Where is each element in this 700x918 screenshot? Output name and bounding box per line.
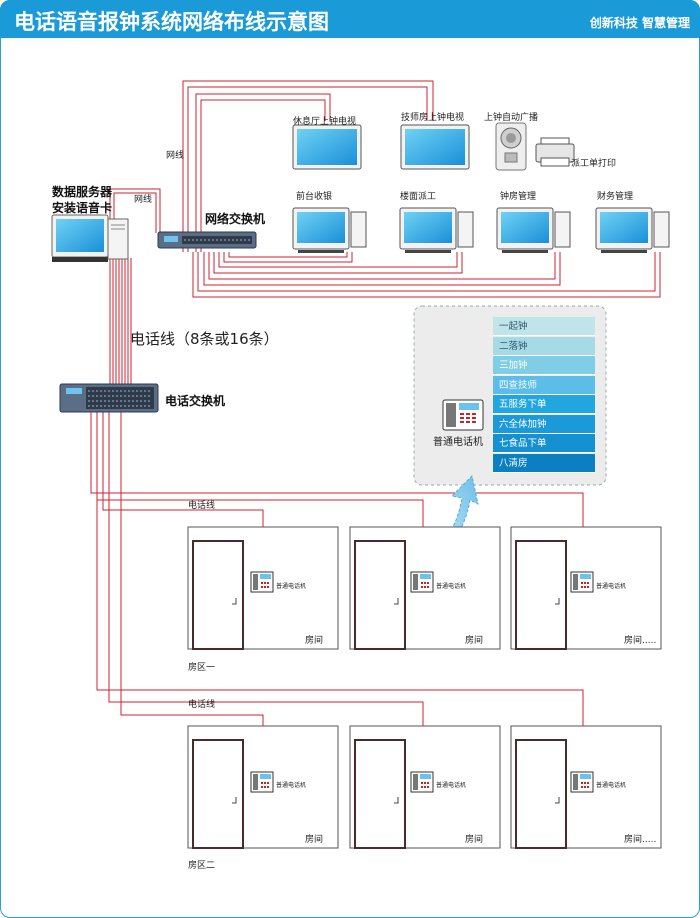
- command-item: 一起钟: [493, 317, 595, 336]
- page-title: 电话语音报钟系统网络布线示意图: [14, 10, 329, 34]
- network-switch-device: [157, 231, 257, 249]
- pc-front-label: 前台收银: [296, 192, 333, 202]
- command-item: 三加钟: [493, 356, 595, 375]
- zone1-room3-label: 房间.....: [624, 636, 657, 646]
- pc-finance-label: 财务管理: [597, 192, 634, 202]
- header-bar: 电话语音报钟系统网络布线示意图 创新科技 智慧管理: [0, 0, 700, 38]
- network-cables: [109, 80, 661, 298]
- zone2-room-3: [510, 725, 662, 849]
- tv-tech-label: 技师房上钟电视: [401, 113, 465, 123]
- zone1-room-3: [510, 526, 662, 650]
- server-label: 数据服务器: [52, 185, 113, 199]
- pc-clock: [496, 207, 571, 253]
- voice-card-label: 安装语音卡: [52, 201, 113, 215]
- zone1-room1-label: 房间: [305, 636, 324, 646]
- command-item: 六全体加钟: [493, 414, 595, 434]
- net-cable-label-2: 网线: [134, 195, 153, 205]
- zone1-label: 房区一: [188, 663, 216, 673]
- phone-line-label-1: 电话线: [188, 501, 216, 511]
- zone1-room2-label: 房间: [465, 636, 484, 646]
- zone2-room-1: [187, 725, 339, 849]
- zone1-room1-phone-label: 普通电话机: [276, 583, 307, 590]
- panel-phone-icon: [442, 399, 484, 431]
- zone2-room3-phone-label: 普通电话机: [596, 782, 627, 789]
- server-tower: [107, 218, 129, 260]
- broadcast-speaker: [495, 122, 527, 171]
- phone-switch-label: 电话交换机: [165, 394, 226, 408]
- phone-switch-device: [59, 383, 159, 413]
- printer-label: 派工单打印: [571, 159, 617, 169]
- pc-floor: [399, 207, 474, 253]
- phone-line-label-2: 电话线: [188, 700, 216, 710]
- zone1-room2-phone-label: 普通电话机: [436, 583, 467, 590]
- tv-tech: [400, 124, 470, 170]
- zone1-room3-phone-label: 普通电话机: [596, 583, 627, 590]
- phone-bundle-label: 电话线（8条或16条）: [130, 330, 279, 348]
- zone1-room-1: [187, 526, 339, 650]
- command-item: 八清房: [493, 453, 595, 473]
- zone2-room2-phone-label: 普通电话机: [436, 782, 467, 789]
- tv-rest: [292, 124, 362, 170]
- pc-front: [292, 207, 367, 253]
- pc-clock-label: 钟房管理: [500, 192, 537, 202]
- tv-rest-label: 休息厅上钟电视: [293, 117, 357, 127]
- brand-slogan: 创新科技 智慧管理: [589, 16, 690, 30]
- command-item: 七食品下单: [493, 434, 595, 453]
- zone2-room1-phone-label: 普通电话机: [276, 782, 307, 789]
- command-item: 二落钟: [493, 336, 595, 356]
- command-item: 五服务下单: [493, 395, 595, 414]
- zone2-room2-label: 房间: [465, 835, 484, 845]
- net-cable-label-1: 网线: [166, 151, 185, 161]
- zone2-room3-label: 房间.....: [624, 835, 657, 845]
- pc-finance: [595, 207, 670, 253]
- zone2-room-2: [349, 725, 501, 849]
- zone2-label: 房区二: [188, 861, 216, 871]
- broadcast-label: 上钟自动广播: [484, 113, 539, 123]
- zone1-room-2: [349, 526, 501, 650]
- phone-bundle: [109, 258, 132, 384]
- panel-phone-label: 普通电话机: [433, 437, 483, 448]
- server-monitor: [51, 214, 109, 262]
- command-item: 四查技师: [493, 375, 595, 395]
- zone2-room1-label: 房间: [305, 835, 324, 845]
- network-switch-label: 网络交换机: [205, 212, 266, 226]
- pc-floor-label: 楼面派工: [400, 192, 437, 202]
- printer-device: [535, 137, 575, 167]
